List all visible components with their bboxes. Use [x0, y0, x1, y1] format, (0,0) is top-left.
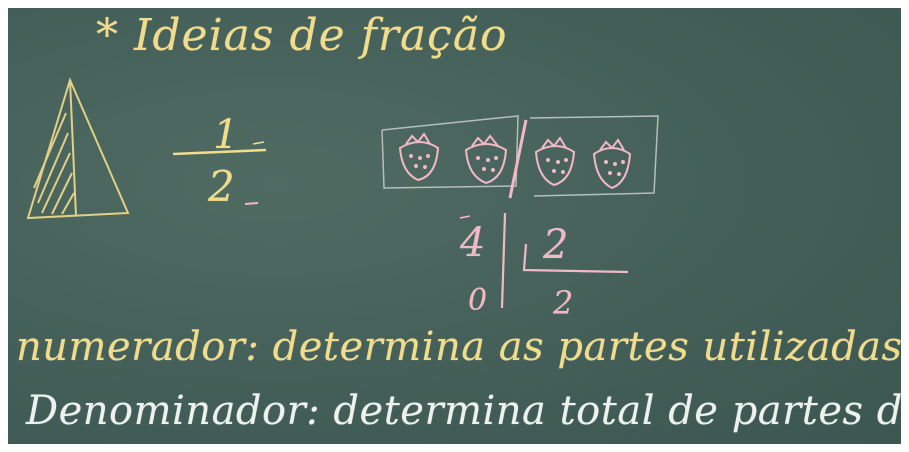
fraction-denominator: 2	[208, 162, 235, 211]
denominator-definition: Denominador: determina total de partes d…	[26, 388, 901, 434]
triangle-drawing	[26, 77, 130, 220]
chalk-drawings	[26, 77, 659, 309]
division-quotient: 2	[553, 284, 574, 322]
division-remainder: 0	[468, 283, 488, 318]
chalkboard: * Ideias de fração 1 2 4 2 0 2 numerador…	[8, 8, 901, 444]
strawberry-box-right	[529, 115, 659, 197]
fraction-numerator: 1	[213, 112, 239, 158]
division-dividend: 4	[460, 220, 486, 266]
strawberry-1	[398, 132, 440, 182]
strawberry-box-left	[381, 115, 519, 189]
divider-stroke	[508, 119, 528, 199]
page-title: * Ideias de fração	[96, 10, 508, 61]
division-bracket	[500, 212, 629, 309]
strawberry-2	[464, 134, 508, 185]
division-divisor: 2	[543, 222, 569, 268]
strawberry-4	[592, 138, 632, 190]
strawberry-3	[534, 136, 576, 187]
fraction-bar	[172, 148, 267, 156]
numerator-definition: numerador: determina as partes utilizada…	[16, 324, 901, 370]
